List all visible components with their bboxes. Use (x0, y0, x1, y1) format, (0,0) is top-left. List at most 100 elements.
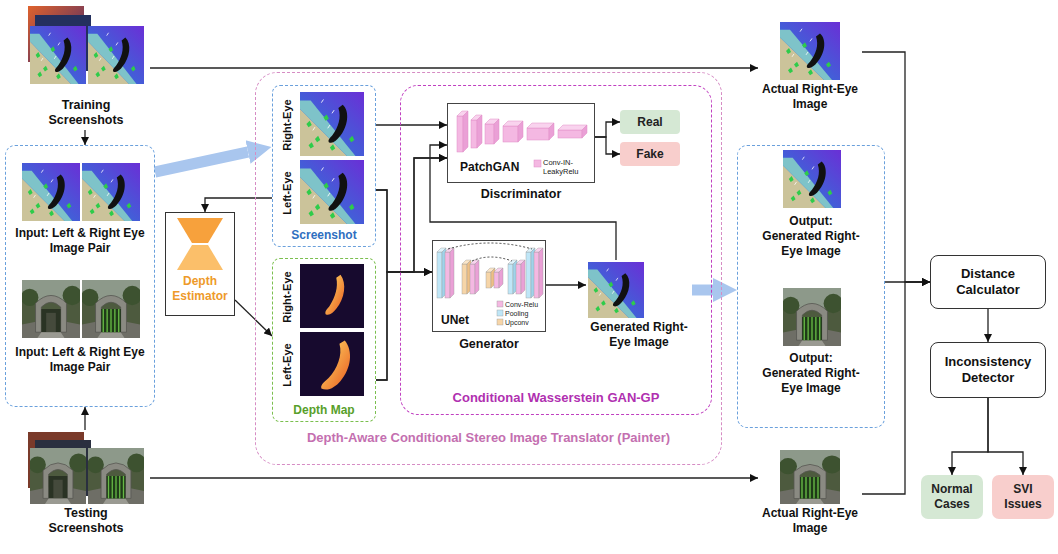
unet-layers-part (445, 248, 454, 252)
patchgan-layers-part (471, 115, 482, 120)
patchgan-layers-part (518, 121, 523, 142)
connector-arrow (84, 407, 85, 430)
patchgan-layers-part (457, 116, 463, 152)
image-item: Actual Right-Eye Image (758, 448, 862, 540)
input-group: Input: Left & Right Eye Image PairInput:… (5, 145, 155, 407)
connector-arrow (150, 477, 758, 478)
patchgan-layers-part (534, 160, 541, 167)
unet-layers-part (486, 272, 491, 288)
depth-estimator-box: Depth Estimator (165, 212, 235, 316)
connector-arrow (235, 300, 272, 336)
flow-arrow (692, 285, 713, 296)
node-label: Distance Calculator (931, 256, 1045, 308)
stereo-screenshot-images (300, 92, 364, 224)
node-label: Upconv (505, 319, 529, 327)
unet-layers (437, 243, 543, 325)
node-label: UNet (441, 313, 469, 328)
node-label: Normal Cases (921, 475, 983, 519)
unet-layers-part (526, 248, 535, 252)
unet-layers-part (470, 260, 479, 264)
input-image-pair-part (81, 280, 142, 338)
result-images-part (780, 22, 840, 80)
patchgan-layers-part (549, 123, 554, 140)
generator-box: UNetConv-ReluPoolingUpconvGenerator (432, 240, 546, 332)
patchgan-layers-part (503, 121, 523, 126)
connector-arrow (150, 67, 758, 68)
unet-layers-part (467, 260, 471, 294)
screenshot-source: Testing Screenshots (22, 430, 150, 540)
process-box: Inconsistency Detector (930, 342, 1046, 398)
unet-layers-part (499, 268, 503, 288)
unet-layers-part (462, 260, 471, 264)
connector-arrow (595, 122, 620, 137)
unet-layers-part (521, 260, 525, 294)
node-label: Conditional Wasserstein GAN-GP (406, 390, 706, 406)
training-screenshot-stack-part (88, 26, 144, 84)
training-screenshot-stack-part (35, 15, 91, 71)
depth-map-images-part (300, 332, 364, 396)
stereo-screenshot-images-part (300, 92, 364, 156)
connector-arrow (987, 309, 988, 342)
testing-screenshot-stack-part (35, 440, 91, 496)
unet-layers-part (448, 243, 532, 249)
patchgan-layers-part (527, 123, 554, 128)
connector-arrow (862, 282, 930, 494)
unet-layers-part (497, 301, 503, 307)
training-screenshot-stack (28, 6, 144, 84)
connector-arrow (376, 272, 432, 380)
screenshot-source: Training Screenshots (22, 4, 150, 130)
output-label: Real (620, 110, 680, 134)
testing-screenshot-stack-part (29, 448, 88, 504)
patchgan-layers-part (494, 119, 499, 144)
testing-screenshot-stack-part (87, 448, 146, 504)
training-screenshot-stack-part (30, 26, 86, 84)
patchgan-layers-part (558, 130, 582, 138)
testing-screenshot-stack (28, 432, 146, 504)
result-images-part (783, 150, 841, 208)
node-label: Output: Generated Right-Eye Image (759, 214, 863, 259)
gan-region: Conditional Wasserstein GAN-GPPatchGANCo… (400, 85, 712, 415)
connector-arrow (988, 398, 1023, 475)
node-label: Actual Right-Eye Image (758, 506, 862, 536)
patchgan-layers-part (471, 120, 477, 148)
connector-arrow (952, 398, 988, 475)
result-images-part (782, 288, 843, 346)
stereo-screenshot-images-part (300, 160, 364, 224)
unet-layers-part (513, 260, 517, 294)
depth-map-images-part (300, 264, 364, 328)
image-item: Generated Right-Eye Image (586, 260, 692, 356)
screenshot-group: Right-EyeLeft-EyeScreenshot (272, 85, 376, 247)
result-images-part (588, 262, 644, 318)
connector-arrow (84, 130, 85, 145)
depth-map-images (300, 264, 364, 396)
connector-arrow (862, 52, 930, 282)
node-label: Output: Generated Right-Eye Image (759, 351, 863, 396)
connector-arrow (885, 281, 930, 282)
painter-region: Depth-Aware Conditional Stereo Image Tra… (255, 72, 722, 465)
node-label: Conv-Relu (505, 301, 538, 309)
unet-layers-part (472, 257, 512, 261)
connector-arrow (376, 124, 447, 125)
training-screenshot-stack-part (28, 6, 84, 62)
node-label: Discriminator (461, 187, 581, 202)
connector-arrow (430, 145, 616, 260)
unet-layers-part (516, 260, 525, 264)
node-label: Right-Eye (281, 271, 294, 322)
unet-layers-part (526, 252, 531, 298)
node-label: Pooling (505, 310, 528, 318)
unet-layers-part (508, 260, 517, 264)
connector-arrow (595, 137, 620, 154)
depth-map-group: Right-EyeLeft-EyeDepth Map (272, 258, 376, 422)
patchgan-layers-part (463, 111, 468, 152)
unet-layers-part (475, 260, 479, 294)
unet-layers-part (539, 248, 543, 298)
input-image-pair-part (82, 163, 140, 221)
unet-layers-part (534, 252, 539, 298)
node-label: Depth Map (274, 403, 374, 418)
node-label: Left-Eye (281, 343, 294, 386)
patchgan-layers-part (503, 126, 518, 142)
node-label: Screenshot (274, 228, 374, 243)
